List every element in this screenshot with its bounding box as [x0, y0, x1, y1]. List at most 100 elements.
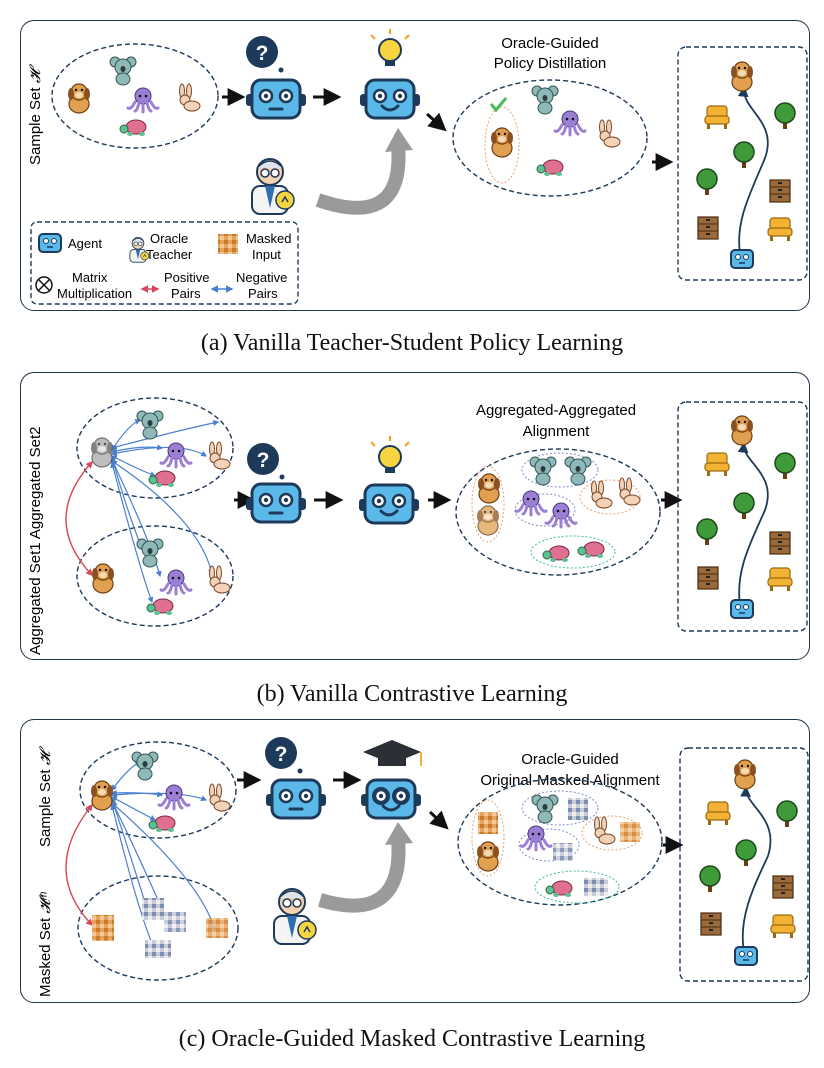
koala-icon: [109, 56, 137, 86]
lightbulb-icon: [370, 436, 410, 473]
aggregated-sets-label: Aggregated Set1 Aggregated Set2: [27, 426, 44, 655]
trajectory-path: [737, 441, 769, 606]
legend-box: [30, 221, 299, 305]
tree-icon: [699, 865, 721, 893]
chair-icon: [770, 914, 796, 939]
masked-koala-icon: [568, 798, 588, 820]
graduation-cap-icon: [363, 740, 422, 766]
panel-c-content: Sample Set 𝓗 Masked Set 𝓗ᵐ: [37, 737, 809, 997]
navigation-scene: [677, 401, 808, 632]
octopus-icon: [519, 824, 553, 852]
masked-octopus-icon: [164, 912, 186, 932]
masked-dog-icon: [92, 915, 114, 941]
masked-dog-icon: [478, 812, 498, 834]
cabinet-icon: [769, 531, 791, 555]
tree-icon: [733, 492, 755, 520]
stage-title-c-line1: Oracle-Guided: [521, 751, 619, 768]
agent-robot-icon: [357, 483, 421, 525]
rabbit-icon: [594, 816, 616, 845]
octopus-teal-icon: [159, 441, 193, 469]
koala-brown-icon: [529, 456, 557, 486]
masked-turtle-icon: [584, 878, 608, 896]
octopus-icon: [126, 86, 160, 114]
legend-agent: Agent: [68, 236, 102, 251]
distill-arrow: [318, 837, 406, 913]
rabbit-icon: [599, 119, 621, 148]
dog-icon: [67, 83, 91, 114]
negative-pair-arrows: [110, 419, 220, 604]
dog-goal-icon: [733, 759, 757, 790]
stage-title-b-line1: Aggregated-Aggregated: [476, 402, 636, 419]
dog-goal-icon: [730, 61, 754, 92]
flow-arrow: [428, 810, 449, 830]
agent-robot-icon: [244, 482, 308, 524]
koala-icon: [531, 794, 559, 824]
legend-matmul-1: Matrix: [72, 270, 108, 285]
distill-ellipse: [452, 79, 648, 197]
agent-robot-icon: [358, 78, 422, 120]
agent-robot-icon: [264, 778, 328, 820]
chair-icon: [704, 105, 730, 130]
masked-rabbit-icon: [206, 918, 228, 938]
cabinet-icon: [697, 216, 719, 240]
chair-icon: [767, 567, 793, 592]
turtle-icon: [545, 880, 573, 898]
dog-goal-icon: [730, 415, 754, 446]
svg-text:?: ?: [275, 743, 288, 766]
question-bubble: ?: [246, 36, 284, 73]
octopus-green-icon: [159, 568, 193, 596]
dog-icon: [490, 127, 514, 158]
alignment-ellipse: [457, 778, 663, 906]
lightbulb-icon: [370, 29, 410, 66]
legend-pos-2: Pairs: [171, 286, 201, 301]
sample-set-label-c: Sample Set 𝓗: [37, 745, 54, 847]
tree-icon: [735, 839, 757, 867]
legend-neg-2: Pairs: [248, 286, 278, 301]
navigation-scene: [679, 747, 809, 982]
flow-arrow: [426, 112, 447, 132]
turtle-icon: [536, 159, 564, 177]
distill-arrow: [315, 144, 406, 215]
koala-gray-icon: [136, 538, 164, 568]
turtle-blue-icon: [577, 541, 605, 559]
check-icon: [489, 97, 508, 113]
koala-icon: [131, 751, 159, 781]
rabbit-icon: [179, 83, 201, 112]
chair-icon: [705, 801, 731, 826]
octopus-green-icon: [544, 501, 578, 529]
panel-b-content: Aggregated Set1 Aggregated Set2 ?: [27, 397, 808, 655]
legend-masked-1: Masked: [246, 231, 292, 246]
chair-icon: [767, 217, 793, 242]
navigation-scene: [677, 46, 808, 281]
agent-small-icon: [730, 249, 754, 269]
legend-masked-2: Input: [252, 247, 281, 262]
trajectory-path: [740, 785, 772, 953]
sample-set-ellipse: [51, 43, 219, 149]
cabinet-icon: [772, 875, 794, 899]
oracle-teacher-icon: [273, 888, 317, 945]
svg-text:?: ?: [257, 449, 270, 472]
sample-set-label-a: Sample Set 𝓗: [27, 63, 44, 165]
dog-icon: [476, 841, 500, 872]
octopus-icon: [553, 109, 587, 137]
cabinet-icon: [769, 179, 791, 203]
masked-rabbit-icon: [620, 822, 640, 842]
matmul-legend-icon: [35, 276, 53, 294]
masked-octopus-icon: [553, 843, 573, 861]
dog-gray-icon: [90, 437, 114, 468]
agent-legend-icon: [38, 233, 62, 253]
masked-koala-icon: [142, 898, 164, 920]
legend-pos-1: Positive: [164, 270, 210, 285]
dog-gray-icon: [476, 505, 500, 536]
tree-icon: [696, 518, 718, 546]
caption-a: (a) Vanilla Teacher-Student Policy Learn…: [200, 330, 624, 356]
cabinet-icon: [700, 912, 722, 936]
agent-small-icon: [734, 946, 758, 966]
koala-gray-icon: [564, 456, 592, 486]
tree-icon: [774, 452, 796, 480]
rabbit-pink-icon: [209, 565, 231, 594]
masked-input-legend-icon: [218, 234, 238, 254]
octopus-teal-icon: [514, 489, 548, 517]
oracle-teacher-icon: [251, 158, 295, 215]
